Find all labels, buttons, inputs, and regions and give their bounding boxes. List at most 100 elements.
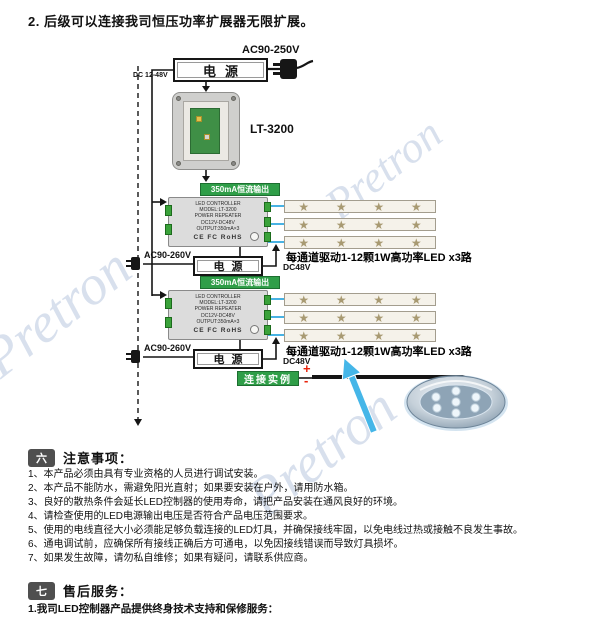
- power-supply-box-2: 电源: [193, 349, 263, 369]
- plug-prong: [273, 63, 280, 66]
- power-supply-box-1: 电源: [193, 256, 263, 276]
- power-supply-label: 电源: [213, 354, 250, 366]
- led-controller-1: LED CONTROLLER MODEL:LT-3200 POWER REPEA…: [165, 197, 271, 247]
- led-star-icon: ★: [298, 199, 310, 214]
- led-star-icon: ★: [298, 310, 310, 325]
- led-star-icon: ★: [335, 235, 347, 250]
- controller-print-line: LED CONTROLLER: [195, 294, 241, 300]
- led-star-icon: ★: [335, 310, 347, 325]
- pcb-chip: [196, 116, 202, 122]
- section-number-badge: 七: [28, 581, 55, 600]
- led-star-icon: ★: [335, 217, 347, 232]
- dc-output-label-2: DC48V: [283, 356, 311, 366]
- led-star-icon: ★: [298, 235, 310, 250]
- terminal-block: [264, 202, 271, 212]
- note-item: 3、良好的散热条件会延长LED控制器的使用寿命，请把产品安装在通风良好的环境。: [28, 497, 404, 508]
- output-tab-1: 350mA恒流输出: [200, 183, 280, 196]
- lt3200-device-photo: [172, 92, 240, 170]
- dc-range-label: DC 12-48V: [133, 72, 168, 79]
- terminal-block: [264, 325, 271, 335]
- notes-list: 1、本产品必须由具有专业资格的人员进行调试安装。 2、本产品不能防水，需避免阳光…: [28, 468, 584, 566]
- led-star-icon: ★: [298, 328, 310, 343]
- controller-print-line: POWER REPEATER: [194, 306, 242, 313]
- led-star-icon: ★: [410, 310, 422, 325]
- arrowheads: [134, 86, 280, 426]
- note-item: 2、本产品不能防水，需避免阳光直射；如果要安装在户外，请用防水箱。: [28, 483, 354, 494]
- led-star-icon: ★: [335, 292, 347, 307]
- led-star-strip: ★★★★: [284, 311, 436, 324]
- plug-icon: [273, 59, 297, 79]
- device-model-label: LT-3200: [250, 122, 294, 136]
- plug-prong: [126, 265, 131, 267]
- controller-print-line: DC12V-DC48V: [201, 312, 235, 319]
- led-star-icon: ★: [410, 292, 422, 307]
- certification-marks: CE FC RoHS: [193, 327, 243, 335]
- terminal-block: [165, 298, 172, 309]
- power-supply-label: 电源: [213, 261, 250, 273]
- ac-input-label-1: AC90-260V: [144, 250, 192, 260]
- positive-terminal-label: +: [303, 361, 311, 376]
- screw-icon: [231, 96, 236, 101]
- controller-print-line: LED CONTROLLER: [195, 201, 241, 207]
- led-star-icon: ★: [410, 199, 422, 214]
- terminal-block: [264, 232, 271, 242]
- notes-section-header: 六 注意事项：: [28, 448, 133, 467]
- led-star-icon: ★: [410, 328, 422, 343]
- note-item: 5、使用的电线直径大小必须能足够负载连接的LED灯具，并确保接线牢固，以免电线过…: [28, 525, 524, 536]
- led-star-icon: ★: [298, 292, 310, 307]
- power-supply-label: 电源: [202, 63, 247, 79]
- plug-prong: [126, 260, 131, 262]
- note-item: 6、通电调试前，应确保所有接线正确后方可通电，以免因接线错误而导致灯具损坏。: [28, 539, 404, 550]
- dc-output-label-1: DC48V: [283, 262, 311, 272]
- note-item: 7、如果发生故障，请勿私自维修；如果有疑问，请联系供应商。: [28, 553, 314, 564]
- controller-print-line: POWER REPEATER: [194, 213, 242, 220]
- terminal-block: [165, 224, 172, 235]
- ac-input-label: AC90-250V: [242, 44, 300, 56]
- ac-input-label-2: AC90-260V: [144, 343, 192, 353]
- channel-capacity-text-1: 每通道驱动1-12颗1W高功率LED x3路: [286, 252, 472, 264]
- screw-icon: [176, 161, 181, 166]
- certification-marks: CE FC RoHS: [193, 234, 243, 242]
- section-number-badge: 六: [28, 448, 55, 467]
- led-star-strip: ★ ★ ★ ★: [284, 293, 436, 306]
- dc-feed-wires: [151, 69, 173, 296]
- controller-print: LED CONTROLLER MODEL:LT-3200 POWER REPEA…: [169, 291, 267, 334]
- led-star-icon: ★: [335, 199, 347, 214]
- plug-prong: [126, 358, 131, 360]
- pointer-arrow: [341, 356, 378, 434]
- led-star-icon: ★: [373, 292, 385, 307]
- led-output-wires: [268, 205, 284, 336]
- led-star-icon: ★: [410, 235, 422, 250]
- led-star-icon: ★: [373, 217, 385, 232]
- led-star-icon: ★: [335, 328, 347, 343]
- led-star-icon: ★: [373, 199, 385, 214]
- terminal-block: [165, 205, 172, 216]
- pcb-chip: [204, 134, 210, 140]
- plug-prong: [126, 353, 131, 355]
- led-star-icon: ★: [298, 217, 310, 232]
- terminal-block: [264, 217, 271, 227]
- controller-print-line: DC12V-DC48V: [201, 219, 235, 226]
- module1-power-wires: [143, 247, 277, 267]
- device-panel: [183, 101, 229, 161]
- power-supply-box-top: 电源: [173, 58, 268, 82]
- screw-icon: [176, 96, 181, 101]
- adjustment-dial: [250, 325, 259, 334]
- terminal-block: [264, 310, 271, 320]
- service-line: 1.我司LED控制器产品提供终身技术支持和保修服务：: [28, 603, 279, 615]
- led-star-icon: ★: [373, 328, 385, 343]
- led-star-icon: ★: [410, 217, 422, 232]
- service-section-header: 七 售后服务：: [28, 581, 133, 600]
- module2-power-wires: [143, 340, 277, 360]
- note-item: 1、本产品必须由具有专业资格的人员进行调试安装。: [28, 469, 264, 480]
- note-item: 4、请检查使用的LED电源输出电压是否符合产品电压范围要求。: [28, 511, 314, 522]
- led-star-strip: ★ ★ ★ ★: [284, 200, 436, 213]
- led-lamp-photo: [404, 375, 508, 431]
- page-heading: 2. 后级可以连接我司恒压功率扩展器无限扩展。: [28, 14, 314, 29]
- controller-print-line: OUTPUT:350mA×3: [196, 225, 240, 232]
- output-tab-2: 350mA恒流输出: [200, 276, 280, 289]
- led-controller-2: LED CONTROLLER MODEL:LT-3200 POWER REPEA…: [165, 290, 271, 340]
- channel-capacity-text-2: 每通道驱动1-12颗1W高功率LED x3路: [286, 346, 472, 358]
